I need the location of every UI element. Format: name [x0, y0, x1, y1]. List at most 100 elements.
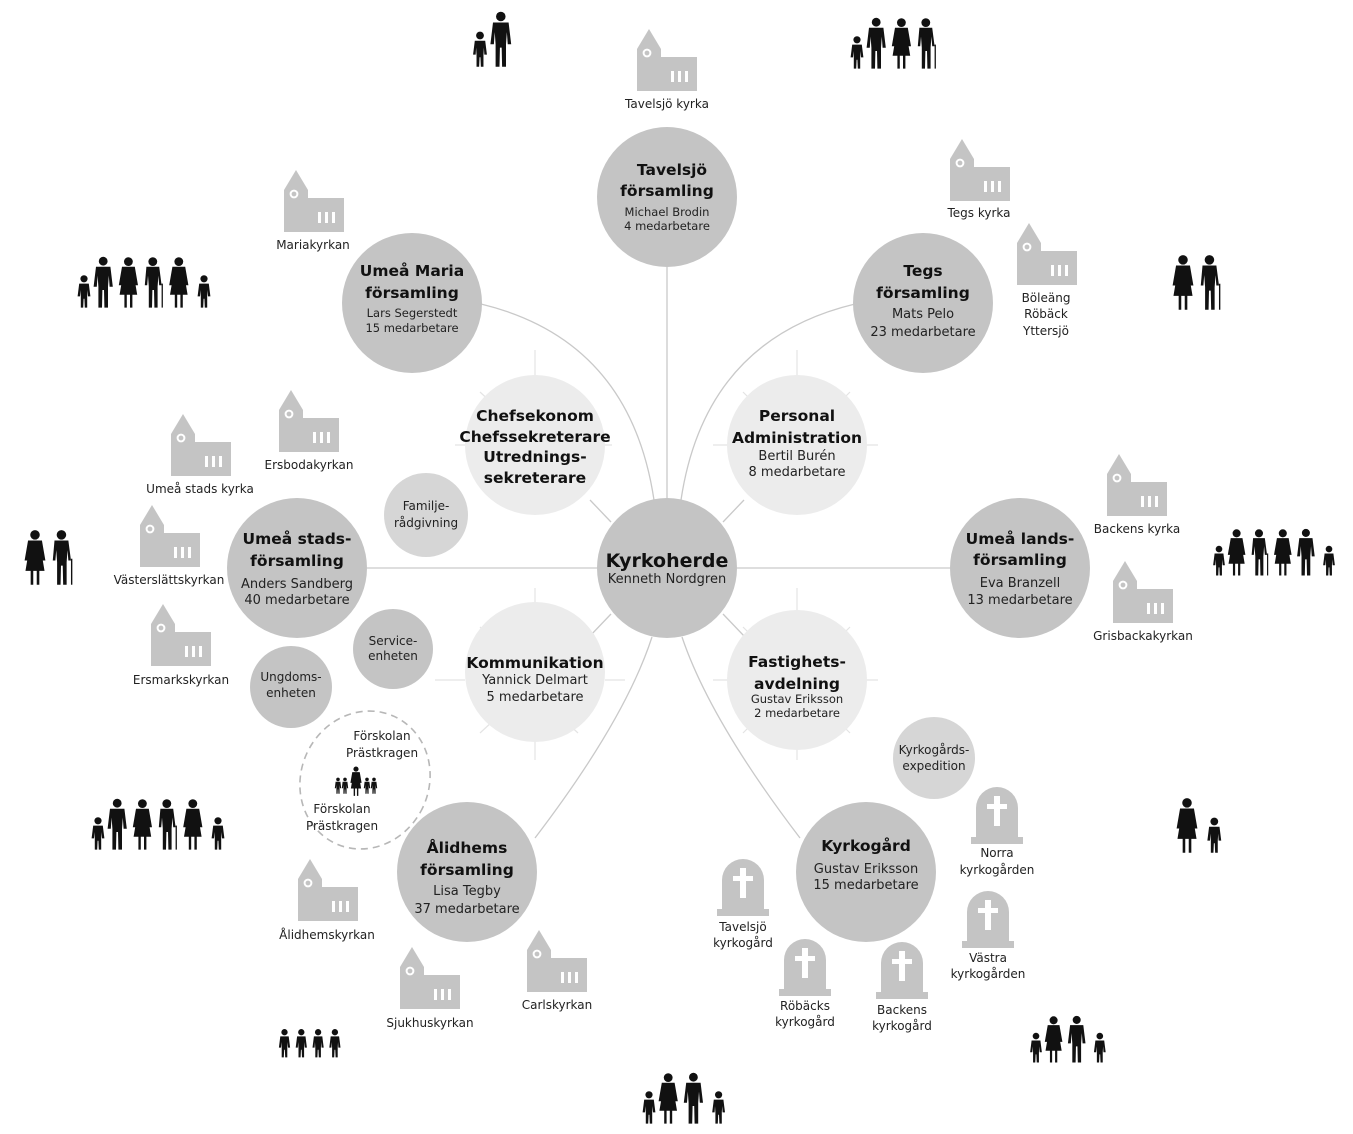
people-group-icon [642, 1072, 725, 1124]
church-umea-stads[interactable]: Umeå stads kyrka [146, 413, 254, 496]
church-icon [1106, 453, 1167, 517]
child-figure-icon [278, 1029, 291, 1058]
gravestone-icon [779, 939, 831, 996]
parish-alidhem-title-2: församling [420, 861, 514, 879]
elder-figure-icon [144, 257, 163, 308]
church-icon [1112, 560, 1173, 624]
parish-tavelsjo[interactable]: Tavelsjö församling Michael Brodin 4 med… [597, 127, 737, 267]
dept-kommunikation-title: Kommunikation [466, 654, 603, 672]
parish-lands-title-2: församling [973, 551, 1067, 569]
preschool-label-bottom-1: Förskolan [313, 802, 370, 816]
church-tavelsjo[interactable]: Tavelsjö kyrka [624, 28, 709, 111]
parish-umea-maria[interactable]: Umeå Maria församling Lars Segerstedt 15… [342, 233, 482, 373]
dept-chefsekonom[interactable]: Chefsekonom Chefssekreterare Utrednings-… [459, 375, 611, 515]
church-icon [297, 858, 358, 922]
cemetery-norra[interactable]: Norra kyrkogården [960, 787, 1035, 877]
cemetery-backens[interactable]: Backens kyrkogård [872, 942, 932, 1033]
cemetery-robacks-label-1: Röbäcks [780, 999, 830, 1013]
parish-kyrkogard[interactable]: Kyrkogård Gustav Eriksson 15 medarbetare [796, 802, 936, 942]
people-group-icon [1030, 1015, 1106, 1063]
cemetery-vastra[interactable]: Västra kyrkogården [951, 891, 1026, 981]
unit-ungdom-line2: enheten [266, 686, 316, 700]
woman-figure-icon [1176, 798, 1198, 853]
parish-tegs-staff: 23 medarbetare [870, 325, 975, 340]
parish-kyrkogard-person: Gustav Eriksson [814, 862, 918, 877]
woman-figure-icon [891, 18, 911, 69]
unit-service-line2: enheten [368, 649, 418, 663]
unit-kyrkogardsexpedition[interactable]: Kyrkogårds- expedition [893, 717, 975, 799]
people-group-icon [278, 1029, 341, 1058]
unit-service[interactable]: Service- enheten [353, 609, 433, 689]
child-figure-icon [712, 1091, 725, 1124]
cemetery-tavelsjo[interactable]: Tavelsjö kyrkogård [713, 859, 773, 950]
church-sjukhus[interactable]: Sjukhuskyrkan [386, 946, 474, 1030]
church-alidhemskyrkan[interactable]: Ålidhemskyrkan [279, 858, 375, 942]
preschool-children-icon [334, 766, 378, 796]
dept-personal-title: Personal [759, 407, 835, 425]
church-icon [526, 929, 587, 993]
church-ersboda[interactable]: Ersbodakyrkan [265, 389, 354, 472]
church-icon [636, 28, 697, 92]
cemetery-robacks[interactable]: Röbäcks kyrkogård [775, 939, 835, 1029]
child-figure-icon [1030, 1032, 1042, 1063]
church-ersboda-label: Ersbodakyrkan [265, 458, 354, 472]
dept-personal[interactable]: Personal Administration Bertil Burén 8 m… [727, 375, 867, 515]
man-figure-icon [490, 11, 512, 67]
dept-personal-person: Bertil Burén [758, 449, 835, 464]
woman-figure-icon [132, 799, 152, 850]
church-icon [170, 413, 231, 477]
woman-figure-icon [1227, 529, 1246, 576]
unit-ungdom[interactable]: Ungdoms- enheten [250, 646, 332, 728]
parish-stads-person: Anders Sandberg [241, 577, 353, 592]
church-vasterslatt[interactable]: Västerslättskyrkan [114, 504, 225, 587]
dept-fastighet[interactable]: Fastighets- avdelning Gustav Eriksson 2 … [727, 610, 867, 750]
parish-tegs[interactable]: Tegs församling Mats Pelo 23 medarbetare [853, 233, 993, 373]
church-carls-label: Carlskyrkan [522, 998, 593, 1012]
church-backens[interactable]: Backens kyrka [1094, 453, 1180, 536]
child-figure-icon [312, 1029, 324, 1058]
parish-alidhem-staff: 37 medarbetare [414, 902, 519, 917]
parish-alidhem[interactable]: Ålidhems församling Lisa Tegby 37 medarb… [397, 802, 537, 942]
preschool-label-bottom-2: Prästkragen [306, 819, 378, 833]
dept-kommunikation-person: Yannick Delmart [481, 673, 588, 688]
church-carls[interactable]: Carlskyrkan [522, 929, 593, 1012]
church-tegs[interactable]: Tegs kyrka [946, 138, 1011, 220]
woman-figure-icon [1274, 529, 1292, 576]
center-kyrkoherde[interactable]: Kyrkoherde Kenneth Nordgren [597, 498, 737, 638]
dept-kommunikation[interactable]: Kommunikation Yannick Delmart 5 medarbet… [465, 602, 605, 742]
parish-umea-stads[interactable]: Umeå stads- församling Anders Sandberg 4… [227, 498, 367, 638]
gravestone-icon [876, 942, 928, 999]
church-alidhem-label: Ålidhemskyrkan [279, 927, 375, 942]
dept-fastighet-title: Fastighets- [748, 653, 846, 671]
cemetery-tavelsjo-label-2: kyrkogård [713, 936, 773, 950]
man-figure-icon [1297, 528, 1315, 576]
preschool-label-top-1: Förskolan [353, 729, 410, 743]
child-figure-icon [850, 36, 864, 69]
man-figure-icon [683, 1072, 703, 1124]
church-ersmark[interactable]: Ersmarkskyrkan [133, 603, 229, 687]
child-figure-icon [91, 817, 105, 850]
cemetery-robacks-label-2: kyrkogård [775, 1015, 835, 1029]
unit-expedition-line1: Kyrkogårds- [899, 743, 970, 757]
dept-fastighet-title-2: avdelning [754, 675, 840, 693]
dept-kommunikation-staff: 5 medarbetare [487, 690, 584, 705]
church-umea-stads-label: Umeå stads kyrka [146, 482, 254, 496]
dept-fastighet-staff: 2 medarbetare [754, 706, 840, 720]
church-boleang[interactable]: Böleäng Röbäck Yttersjö [1016, 222, 1077, 338]
gravestone-icon [971, 787, 1023, 844]
unit-expedition-line2: expedition [902, 759, 965, 773]
church-boleang-label-3: Yttersjö [1022, 324, 1069, 338]
church-tavelsjo-label: Tavelsjö kyrka [624, 97, 709, 111]
parish-umea-lands[interactable]: Umeå lands- församling Eva Branzell 13 m… [950, 498, 1090, 638]
church-mariakyrkan[interactable]: Mariakyrkan [276, 169, 350, 252]
church-grisbacka[interactable]: Grisbackakyrkan [1093, 560, 1193, 643]
people-group-icon [1176, 798, 1222, 853]
unit-familjeradgivning[interactable]: Familje- rådgivning [384, 473, 468, 557]
people-group-icon [77, 256, 211, 308]
cemetery-norra-label-1: Norra [980, 846, 1013, 860]
cemeteries: Norra kyrkogården Västra kyrkogården Tav… [713, 787, 1034, 1033]
gravestone-icon [962, 891, 1014, 948]
church-sjukhus-label: Sjukhuskyrkan [386, 1016, 473, 1030]
child-figure-icon [77, 275, 91, 308]
child-figure-icon [1207, 817, 1222, 853]
